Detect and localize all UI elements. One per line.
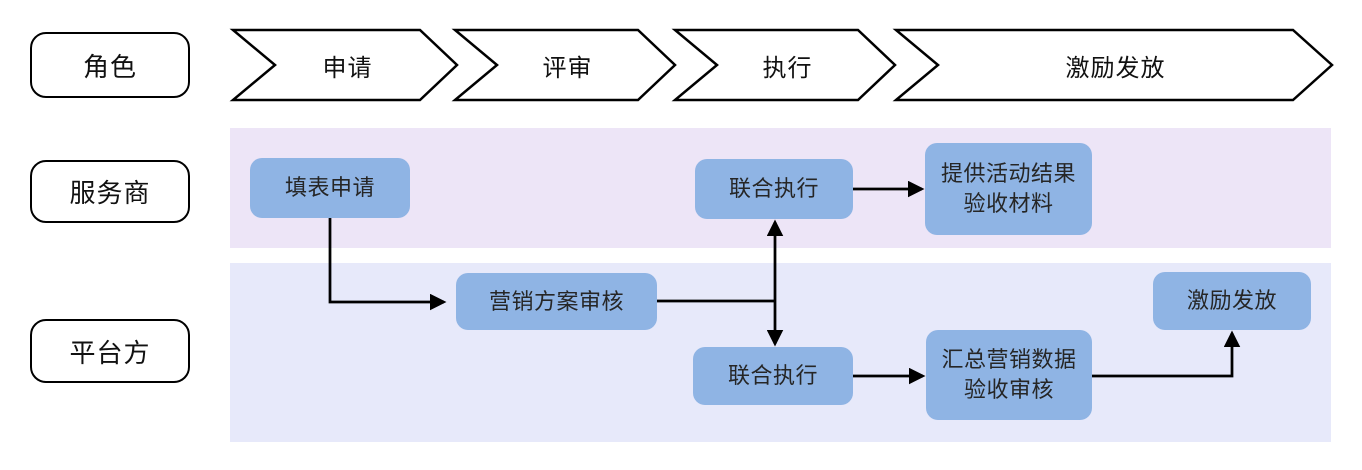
node-fill-form-application: 填表申请 <box>250 158 410 218</box>
lane-label-provider: 服务商 <box>30 160 190 223</box>
phase-label-review: 评审 <box>542 54 593 82</box>
node-summary-data-acceptance: 汇总营销数据 验收审核 <box>926 330 1092 420</box>
phase-label-incentive: 激励发放 <box>1065 54 1166 82</box>
lane-label-platform: 平台方 <box>30 319 190 383</box>
role-header-label: 角色 <box>30 32 190 98</box>
node-incentive-distribution: 激励发放 <box>1153 272 1311 330</box>
phase-label-execute: 执行 <box>762 54 813 82</box>
node-marketing-plan-review: 营销方案审核 <box>456 273 657 330</box>
node-joint-execution-provider: 联合执行 <box>695 159 853 219</box>
node-joint-execution-platform: 联合执行 <box>693 347 853 405</box>
node-provide-activity-results: 提供活动结果 验收材料 <box>925 143 1092 235</box>
phase-label-apply: 申请 <box>322 54 373 82</box>
